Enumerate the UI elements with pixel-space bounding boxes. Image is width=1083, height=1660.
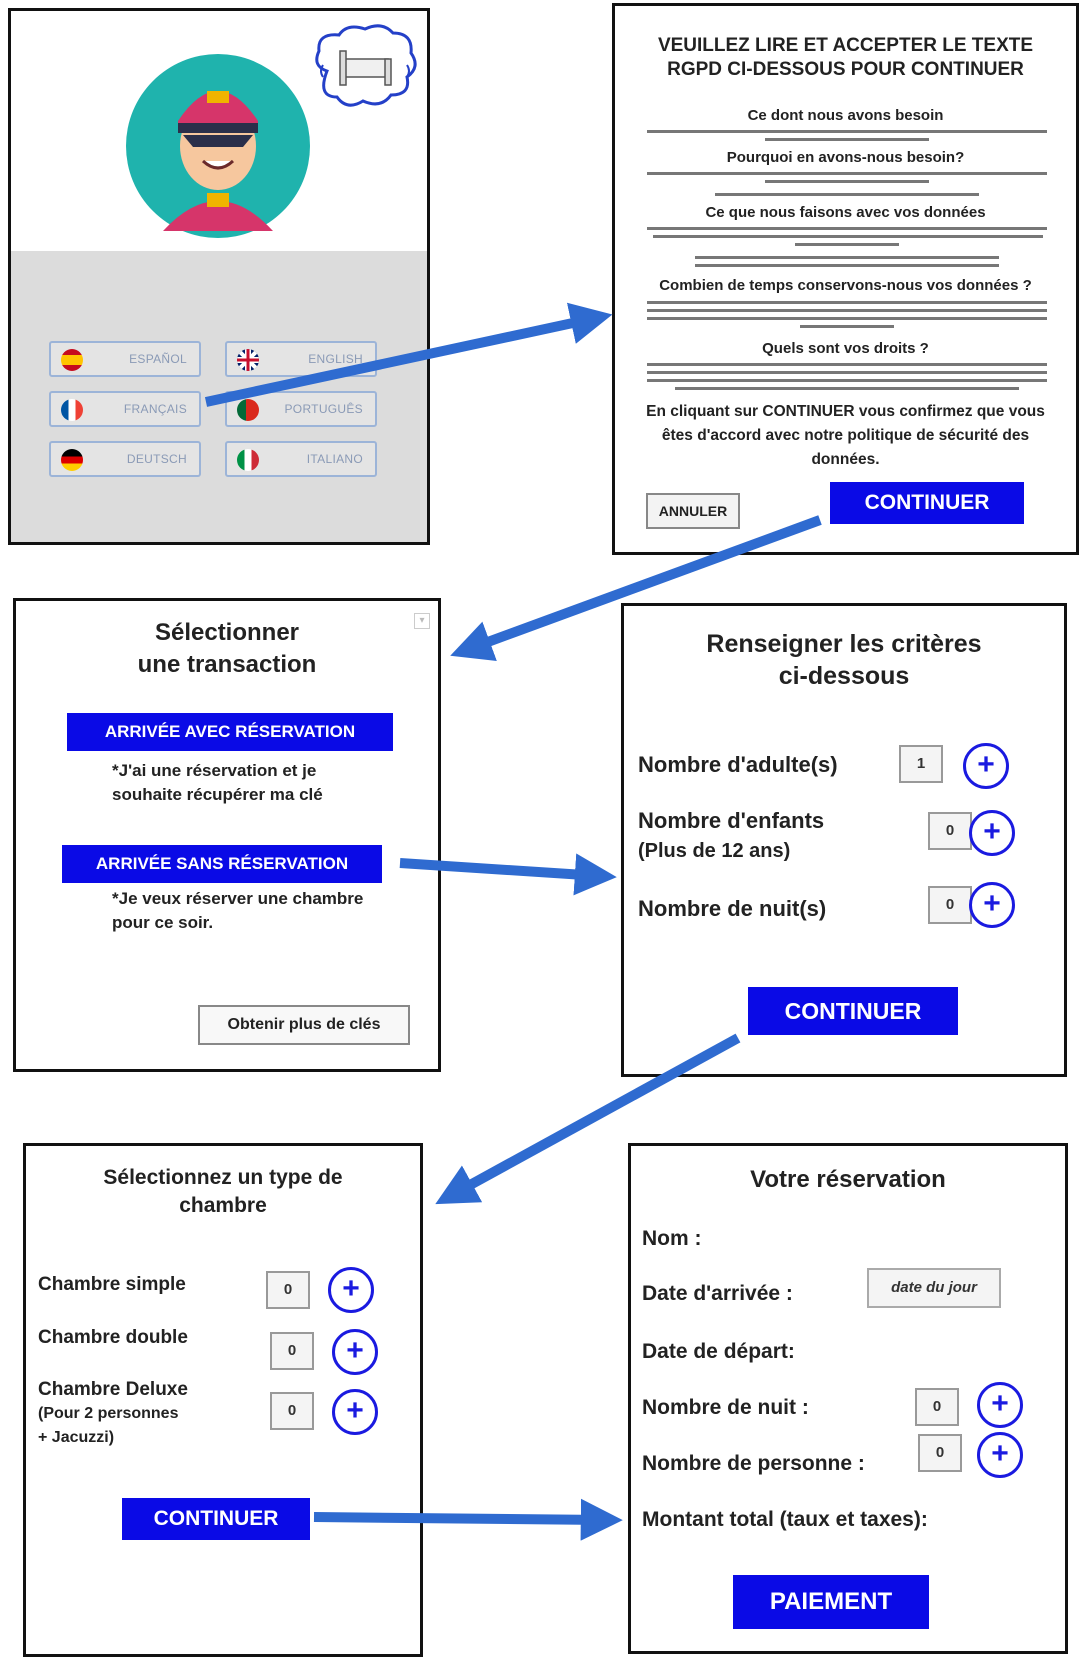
language-label: DEUTSCH (126, 452, 187, 466)
arrival-date-field[interactable]: date du jour (867, 1268, 1001, 1308)
language-grid: ESPAÑOL ENGLISH FRANÇAIS PORTUGUÊS DEUTS… (11, 251, 427, 542)
single-room-label: Chambre simple (38, 1274, 186, 1295)
language-button-english[interactable]: ENGLISH (225, 341, 377, 377)
language-panel: ESPAÑOL ENGLISH FRANÇAIS PORTUGUÊS DEUTS… (8, 8, 430, 545)
departure-date-label: Date de départ: (642, 1340, 795, 1363)
continue-button[interactable]: CONTINUER (830, 482, 1024, 524)
language-label: ESPAÑOL (129, 352, 187, 366)
children-plus-button[interactable]: + (969, 810, 1015, 856)
persons-plus-button[interactable]: + (977, 1432, 1023, 1478)
arrival-without-reservation-note: *Je veux réserver une chambre pour ce so… (112, 889, 364, 932)
nights-label: Nombre de nuit(s) (638, 896, 827, 921)
arrival-date-label: Date d'arrivée : (642, 1282, 793, 1305)
deluxe-room-count-field[interactable]: 0 (270, 1392, 314, 1430)
spain-flag-icon (61, 349, 83, 371)
payment-button[interactable]: PAIEMENT (733, 1575, 929, 1629)
rgpd-body-text (695, 256, 999, 259)
bed-thought-bubble-icon (315, 24, 417, 107)
adults-label: Nombre d'adulte(s) (638, 752, 838, 777)
germany-flag-icon (61, 449, 83, 471)
arrival-with-reservation-button[interactable]: ARRIVÉE AVEC RÉSERVATION (67, 713, 393, 751)
language-button-italiano[interactable]: ITALIANO (225, 441, 377, 477)
portugal-flag-icon (237, 399, 259, 421)
language-label: PORTUGUÊS (284, 402, 363, 416)
dropdown-chevron-icon[interactable]: ▾ (414, 613, 430, 629)
adults-plus-button[interactable]: + (963, 743, 1009, 789)
rgpd-body-text (647, 363, 1047, 366)
adults-count-field[interactable]: 1 (899, 745, 943, 783)
double-room-count-field[interactable]: 0 (270, 1332, 314, 1370)
room-type-title: Sélectionnez un type de chambre (103, 1166, 343, 1217)
italy-flag-icon (237, 449, 259, 471)
children-label: Nombre d'enfants (Plus de 12 ans) (638, 808, 825, 862)
rgpd-panel: VEUILLEZ LIRE ET ACCEPTER LE TEXTE RGPD … (612, 3, 1079, 555)
cancel-button[interactable]: ANNULER (646, 493, 740, 529)
rgpd-body-text (647, 371, 1047, 374)
language-label: ITALIANO (306, 452, 363, 466)
nights-plus-button[interactable]: + (977, 1382, 1023, 1428)
uk-flag-icon (237, 349, 259, 371)
criteria-panel: Renseigner les critères ci-dessous Nombr… (621, 603, 1067, 1077)
rgpd-body-text (647, 172, 1047, 175)
rgpd-section-heading: Ce que nous faisons avec vos données (705, 204, 986, 221)
language-button-francais[interactable]: FRANÇAIS (49, 391, 201, 427)
rgpd-body-text (695, 264, 999, 267)
rgpd-body-text (715, 193, 979, 196)
rgpd-consent-text: En cliquant sur CONTINUER vous confirmez… (646, 403, 1045, 468)
language-button-portugues[interactable]: PORTUGUÊS (225, 391, 377, 427)
double-room-label: Chambre double (38, 1327, 188, 1348)
double-room-plus-button[interactable]: + (332, 1329, 378, 1375)
rgpd-body-text (647, 379, 1047, 382)
continue-button[interactable]: CONTINUER (748, 987, 958, 1035)
language-button-espanol[interactable]: ESPAÑOL (49, 341, 201, 377)
deluxe-room-label: Chambre Deluxe (Pour 2 personnes + Jacuz… (38, 1379, 188, 1446)
rgpd-body-text (765, 138, 929, 141)
rgpd-body-text (795, 243, 899, 246)
rgpd-body-text (800, 325, 894, 328)
rgpd-title: VEUILLEZ LIRE ET ACCEPTER LE TEXTE RGPD … (657, 35, 1034, 80)
rgpd-section-heading: Ce dont nous avons besoin (747, 107, 944, 124)
room-type-panel: Sélectionnez un type de chambre Chambre … (23, 1143, 423, 1657)
criteria-title: Renseigner les critères ci-dessous (706, 630, 982, 690)
rgpd-body-text (647, 130, 1047, 133)
france-flag-icon (61, 399, 83, 421)
language-label: ENGLISH (308, 352, 363, 366)
nights-count-field[interactable]: 0 (915, 1388, 959, 1426)
persons-count-field[interactable]: 0 (918, 1434, 962, 1472)
welcome-area (11, 11, 427, 251)
language-button-deutsch[interactable]: DEUTSCH (49, 441, 201, 477)
rgpd-body-text (647, 301, 1047, 304)
get-more-keys-button[interactable]: Obtenir plus de clés (198, 1005, 410, 1045)
rgpd-body-text (647, 309, 1047, 312)
name-label: Nom : (642, 1227, 702, 1250)
rgpd-section-heading: Combien de temps conservons-nous vos don… (659, 277, 1032, 294)
deluxe-room-plus-button[interactable]: + (332, 1389, 378, 1435)
transaction-panel: ▾ Sélectionner une transaction ARRIVÉE A… (13, 598, 441, 1072)
rgpd-body-text (675, 387, 1019, 390)
nights-plus-button[interactable]: + (969, 882, 1015, 928)
continue-button[interactable]: CONTINUER (122, 1498, 310, 1540)
children-count-field[interactable]: 0 (928, 812, 972, 850)
reservation-summary-panel: Votre réservation Nom : Date d'arrivée :… (628, 1143, 1068, 1654)
persons-label: Nombre de personne : (642, 1452, 865, 1475)
total-amount-label: Montant total (taux et taxes): (642, 1508, 928, 1531)
language-label: FRANÇAIS (123, 402, 187, 416)
nights-count-field[interactable]: 0 (928, 886, 972, 924)
rgpd-body-text (647, 317, 1047, 320)
concierge-avatar-icon (126, 54, 310, 238)
rgpd-body-text (653, 235, 1043, 238)
arrival-without-reservation-button[interactable]: ARRIVÉE SANS RÉSERVATION (62, 845, 382, 883)
single-room-plus-button[interactable]: + (328, 1267, 374, 1313)
arrival-with-reservation-note: *J'ai une réservation et je souhaite réc… (112, 761, 323, 804)
rgpd-body-text (647, 227, 1047, 230)
reservation-title: Votre réservation (750, 1166, 946, 1193)
nights-label: Nombre de nuit : (642, 1396, 809, 1419)
rgpd-section-heading: Quels sont vos droits ? (762, 340, 929, 357)
transaction-title: Sélectionner une transaction (137, 619, 317, 678)
rgpd-body-text (765, 180, 929, 183)
single-room-count-field[interactable]: 0 (266, 1271, 310, 1309)
rgpd-section-heading: Pourquoi en avons-nous besoin? (726, 149, 965, 166)
